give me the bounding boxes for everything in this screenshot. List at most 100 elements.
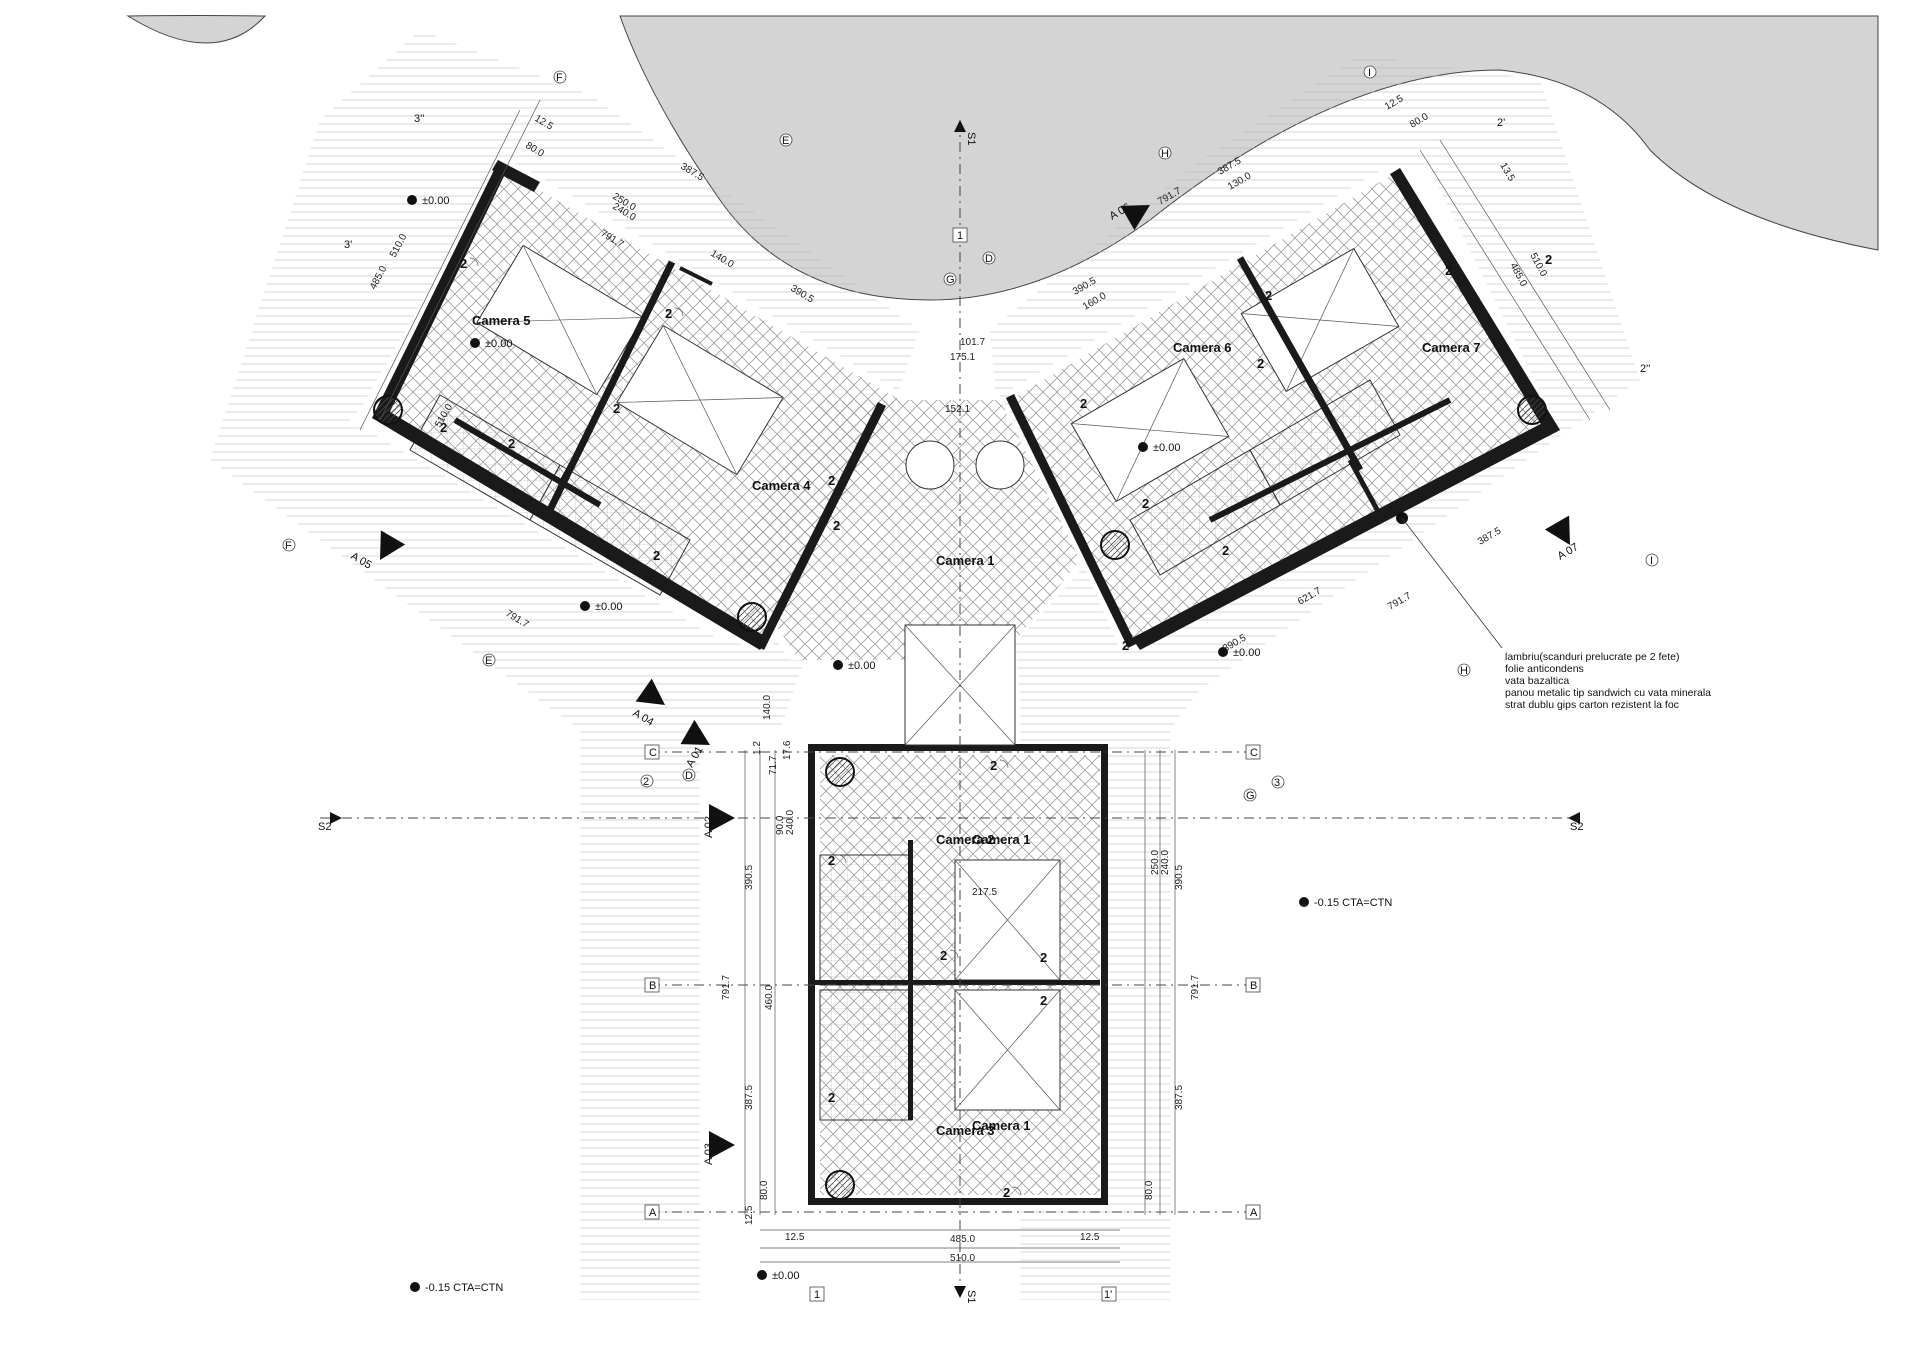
svg-text:E: E [782, 135, 789, 147]
dim-390-5-right: 390.5 [1174, 865, 1185, 890]
axis-2dblprime: 2'' [1640, 363, 1650, 375]
svg-text:2: 2 [990, 758, 997, 773]
svg-text:2: 2 [613, 401, 620, 416]
svg-text:2: 2 [1122, 638, 1129, 653]
legend-line-4: panou metalic tip sandwich cu vata miner… [1505, 687, 1711, 699]
axis-3-bubble: 3 [1271, 775, 1285, 789]
axis-a-right: A [1245, 1204, 1261, 1220]
svg-text:2: 2 [1040, 950, 1047, 965]
svg-text:-0.15 CTA=CTN: -0.15 CTA=CTN [425, 1282, 503, 1294]
dim-175-1: 175.1 [950, 352, 975, 363]
svg-text:A: A [1250, 1207, 1258, 1219]
legend-line-1: lambriu(scanduri prelucrate pe 2 fete) [1505, 651, 1680, 663]
svg-text:±0.00: ±0.00 [1153, 442, 1180, 454]
axis-c-right: C [1245, 744, 1261, 760]
axis-h-1: H [1158, 146, 1172, 160]
level-marker-2: ±0.00 [470, 338, 512, 350]
bathrooms [409, 379, 1401, 1121]
legend-line-3: vata bazaltica [1505, 675, 1569, 687]
dim-387-5-se: 387.5 [1476, 525, 1504, 547]
svg-text:F: F [556, 72, 563, 84]
axis-2-bubble: 2 [640, 774, 654, 788]
svg-text:-0.15 CTA=CTN: -0.15 CTA=CTN [1314, 897, 1392, 909]
axis-h-2: H [1457, 663, 1471, 677]
svg-text:2: 2 [1257, 356, 1264, 371]
svg-text:2: 2 [460, 256, 467, 271]
dim-152-1: 152.1 [945, 404, 970, 415]
view-a03: A 03 [703, 1143, 715, 1165]
svg-text:A: A [649, 1207, 657, 1219]
svg-text:C: C [1250, 747, 1258, 759]
level-marker-7: ±0.00 [757, 1270, 799, 1282]
dim-510: 510.0 [950, 1253, 975, 1264]
dim-71-7: 71.7 [768, 755, 779, 775]
level-marker-4: ±0.00 [833, 660, 875, 672]
svg-text:±0.00: ±0.00 [485, 338, 512, 350]
door-tags: 2 2 2 2 2 2 2 2 2 2 2 2 2 2 2 2 2 2 2 2 … [440, 252, 1552, 1200]
dim-791-7-right: 791.7 [1190, 975, 1201, 1000]
axis-g-1: G [943, 272, 957, 286]
dim-12-5-c: 12.5 [744, 1205, 755, 1225]
dim-791-7-left: 791.7 [721, 975, 732, 1000]
svg-text:2: 2 [665, 306, 672, 321]
axis-grid: A A B B C C D D E E F F G G H H I I 1 1 … [282, 65, 1659, 1302]
round-columns [373, 395, 1547, 1200]
dim-387-5-right: 387.5 [1174, 1085, 1185, 1110]
level-markers: ±0.00 ±0.00 ±0.00 ±0.00 ±0.00 ±0.00 ±0.0… [407, 195, 1392, 1294]
view-a07: A 07 [1556, 541, 1581, 562]
section-s1-top: S1 [965, 132, 977, 145]
dim-791-7-se: 791.7 [1386, 590, 1414, 612]
axis-1-bottom: 1 [809, 1286, 825, 1302]
svg-text:2: 2 [833, 518, 840, 533]
room-labels: Camera 1 Camera 2 Camera 1 Camera 3 Came… [472, 313, 1481, 1138]
svg-text:±0.00: ±0.00 [422, 195, 449, 207]
axis-c-left: C [644, 744, 660, 760]
svg-text:2: 2 [508, 436, 515, 451]
axis-3prime: 3' [344, 239, 352, 251]
dim-12-5-b: 12.5 [1080, 1232, 1100, 1243]
dim-80-left: 80.0 [759, 1180, 770, 1200]
svg-text:2: 2 [1545, 252, 1552, 267]
svg-text:I: I [1368, 67, 1371, 79]
svg-text:D: D [985, 253, 993, 265]
svg-text:I: I [1650, 555, 1653, 567]
dim-387-5-left: 387.5 [744, 1085, 755, 1110]
section-s1-bottom: S1 [965, 1290, 977, 1303]
svg-text:2': 2' [1497, 117, 1505, 129]
svg-text:2: 2 [1080, 396, 1087, 411]
dim-390-5-left: 390.5 [744, 865, 755, 890]
dim-140-left: 140.0 [762, 695, 773, 720]
view-a02: A 02 [703, 816, 715, 838]
room-camera-4: Camera 4 [752, 478, 811, 493]
section-markers: S1 S1 S2 S2 [318, 120, 1583, 1303]
dim-80-right: 80.0 [1144, 1180, 1155, 1200]
room-camera-7: Camera 7 [1422, 340, 1481, 355]
room-camera-6: Camera 6 [1173, 340, 1232, 355]
svg-text:±0.00: ±0.00 [595, 601, 622, 613]
svg-text:H: H [1161, 148, 1169, 160]
room-camera-1: Camera 1 [936, 553, 995, 568]
dimension-lines [359, 99, 1611, 1263]
svg-text:2'': 2'' [1640, 363, 1650, 375]
svg-text:2: 2 [1445, 263, 1452, 278]
room-camera-1-b: Camera 1 [972, 832, 1031, 847]
axis-g-2: G [1243, 788, 1257, 802]
section-s2-left: S2 [318, 821, 331, 833]
level-marker-5: ±0.00 [1138, 442, 1180, 454]
svg-text:2: 2 [828, 1090, 835, 1105]
svg-text:E: E [485, 655, 492, 667]
svg-text:2: 2 [440, 420, 447, 435]
svg-text:3'': 3'' [414, 113, 424, 125]
wall-legend: lambriu(scanduri prelucrate pe 2 fete) f… [1396, 512, 1711, 711]
axis-2prime: 2' [1497, 117, 1505, 129]
svg-text:2: 2 [940, 948, 947, 963]
svg-text:C: C [649, 747, 657, 759]
room-camera-5: Camera 5 [472, 313, 531, 328]
svg-text:3: 3 [1274, 777, 1280, 789]
axis-i-2: I [1645, 553, 1659, 567]
room-camera-3: Camera 3 [936, 1123, 995, 1138]
legend-line-5: strat dublu gips carton rezistent la foc [1505, 699, 1679, 711]
svg-text:G: G [946, 274, 955, 286]
svg-text:H: H [1460, 665, 1468, 677]
